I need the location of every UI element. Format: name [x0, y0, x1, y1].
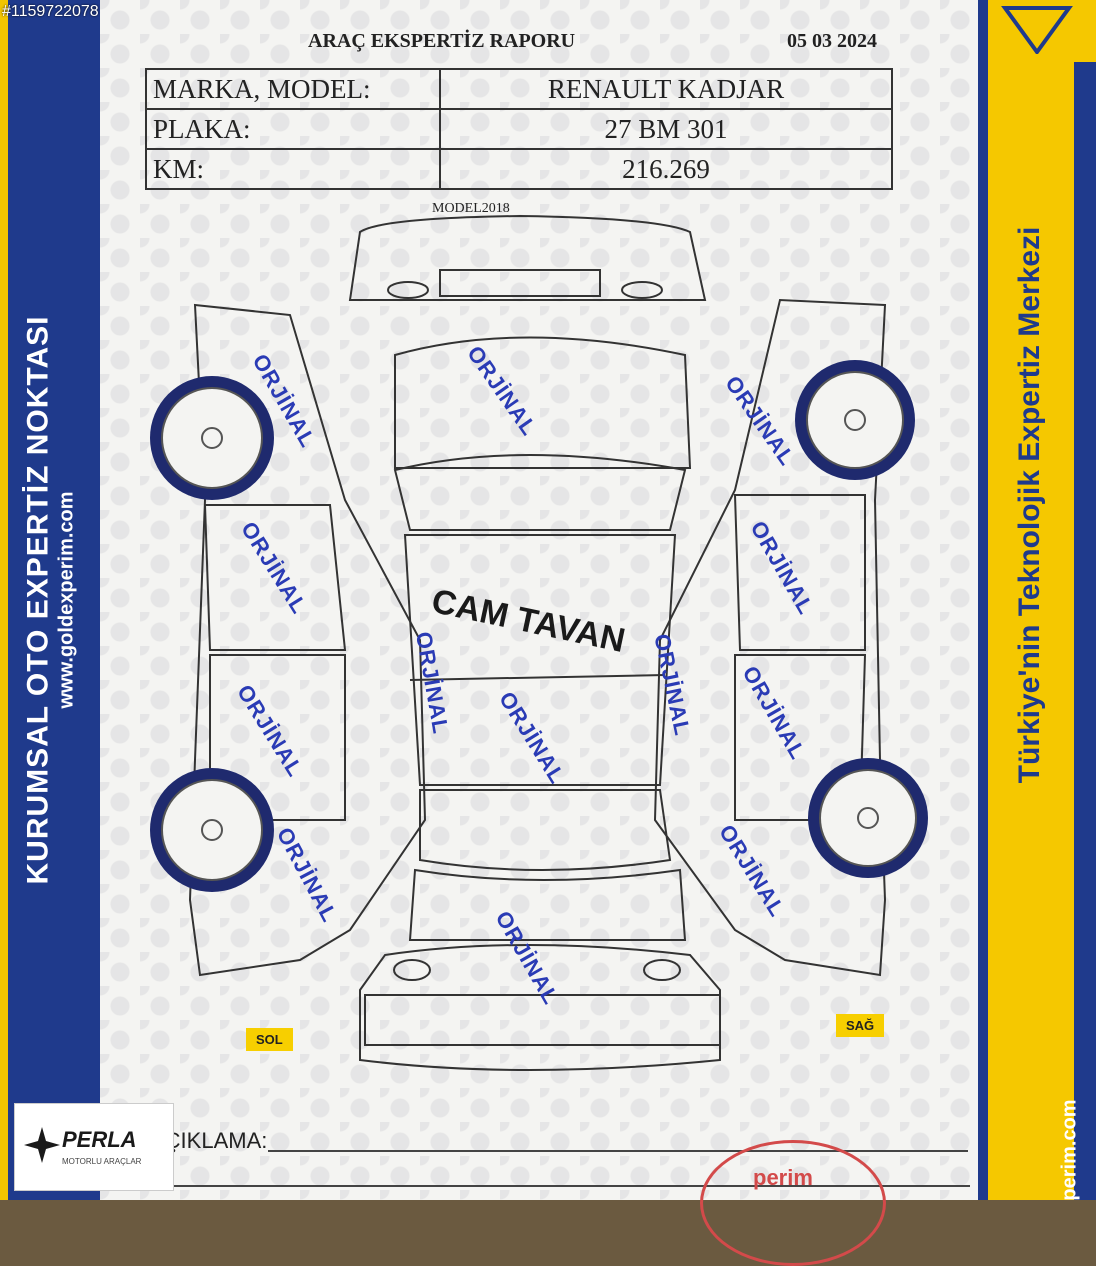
row-value: 216.269 [439, 148, 893, 190]
side-label-right: SAĞ [836, 1014, 885, 1037]
row-label: KM: [145, 148, 441, 190]
left-front-door [203, 504, 347, 651]
brand-triangle-icon [1001, 6, 1073, 54]
right-front-door [733, 494, 866, 651]
vehicle-info-table: MARKA, MODEL: RENAULT KADJAR PLAKA: 27 B… [145, 68, 893, 190]
seal-text: perim [753, 1165, 813, 1190]
front-light-right [621, 281, 663, 299]
listing-id: #1159722078 [2, 3, 99, 20]
front-grille [439, 269, 601, 297]
rear-light-left [393, 959, 431, 981]
car-body-diagram [150, 214, 928, 1071]
left-side-body [188, 303, 427, 977]
rear-view [359, 944, 721, 1071]
windshield [393, 454, 687, 531]
company-seal: perim [700, 1140, 886, 1266]
side-label-left: SOL [246, 1028, 293, 1051]
left-brand-band [0, 0, 100, 1200]
right-brand-band [978, 0, 1096, 1200]
front-view [348, 214, 707, 301]
model-year: MODEL2018 [432, 201, 510, 216]
rear-bumper [364, 994, 721, 1046]
notes-line-2 [150, 1185, 970, 1187]
right-side-body [653, 298, 887, 977]
dealer-logo: PERLA [62, 1127, 137, 1152]
car-outline [188, 214, 887, 1071]
row-value: RENAULT KADJAR [439, 68, 893, 110]
hood [394, 336, 692, 469]
front-light-left [387, 281, 429, 299]
wheels [150, 360, 928, 892]
row-label: MARKA, MODEL: [145, 68, 441, 110]
table-row: PLAKA: 27 BM 301 [145, 108, 893, 150]
rear-window [419, 789, 672, 871]
notes-line-1 [268, 1150, 968, 1152]
roof-split [409, 674, 666, 681]
table-row: MARKA, MODEL: RENAULT KADJAR [145, 68, 893, 110]
rear-light-right [643, 959, 681, 981]
report-title: ARAÇ EKSPERTİZ RAPORU [308, 30, 576, 52]
row-label: PLAKA: [145, 108, 441, 150]
left-rear-door [209, 654, 346, 821]
hex-background [100, 0, 980, 1200]
table-row: KM: 216.269 [145, 148, 893, 190]
dealer-logo-sub: MOTORLU ARAÇLAR [62, 1157, 142, 1166]
row-value: 27 BM 301 [439, 108, 893, 150]
trunk [408, 868, 687, 941]
report-date: 05 03 2024 [787, 30, 877, 52]
roof [403, 534, 677, 786]
dealer-star-icon [24, 1127, 60, 1163]
